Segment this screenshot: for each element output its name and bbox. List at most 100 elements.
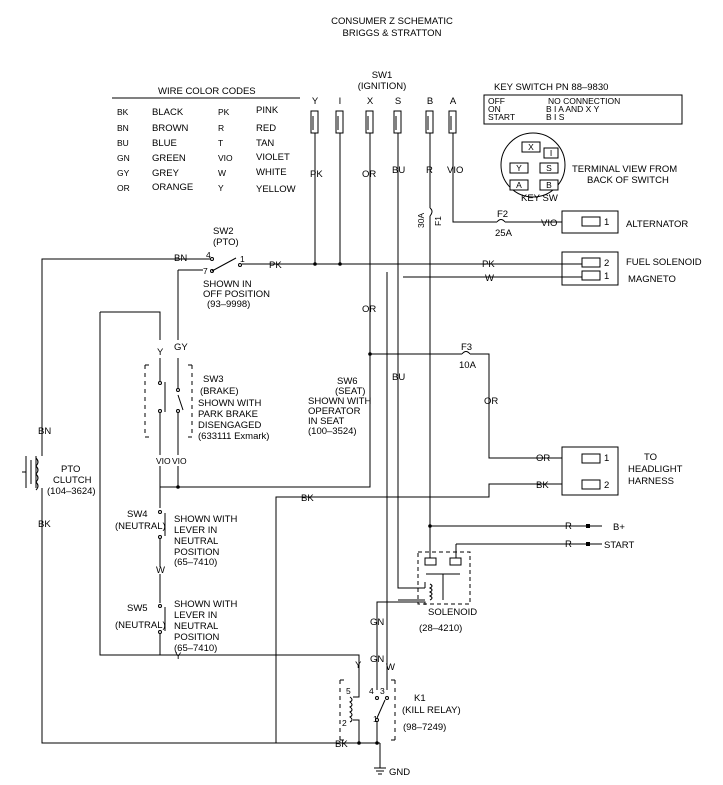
key-term-i: I <box>550 148 552 158</box>
sw6-wire: OR <box>362 304 376 315</box>
sw5-neutral-switch: SW5 (NEUTRAL) SHOWN WITH LEVER IN NEUTRA… <box>115 599 360 690</box>
sw1-terminal-label: S <box>395 96 401 107</box>
ground-label: GND <box>389 767 410 778</box>
sw2-desc: (PTO) <box>213 237 239 248</box>
key-on-terminals: B I A AND X Y <box>546 104 600 114</box>
sw5-note: POSITION <box>174 632 220 643</box>
headlight-pin: 1 <box>604 453 609 464</box>
key-term-y: Y <box>516 163 522 173</box>
headlight-label: HEADLIGHT <box>628 464 683 475</box>
legend-name: WHITE <box>256 167 287 178</box>
start-wire: R <box>565 539 572 550</box>
sw5-label: SW5 <box>127 603 148 614</box>
sw6-wire2: OR <box>484 396 498 407</box>
sw4-part: (65–7410) <box>174 557 217 568</box>
headlight-pin: 2 <box>604 480 609 491</box>
sw3-note: SHOWN WITH <box>198 398 261 409</box>
sw1-terminal-label: X <box>367 96 374 107</box>
sw4-label: SW4 <box>127 509 148 520</box>
alternator-wire: VIO <box>541 218 557 229</box>
fuel-pin: 2 <box>604 258 609 269</box>
pto-wire-top: BN <box>38 426 51 437</box>
fuel-solenoid-label: FUEL SOLENOID <box>626 257 702 268</box>
key-sw-label: KEY SW <box>521 193 558 204</box>
headlight-label: HARNESS <box>628 476 674 487</box>
legend-heading: WIRE COLOR CODES <box>158 86 256 97</box>
legend-code: BU <box>117 138 129 148</box>
sw1-wire-label: PK <box>310 169 323 180</box>
sw3-wire-gy: GY <box>174 342 188 353</box>
sw3-vio: VIO <box>172 456 187 466</box>
magneto-pin: 1 <box>604 271 609 282</box>
legend-name: PINK <box>256 105 279 116</box>
pto-clutch: PTO CLUTCH (104–3624) BN BK <box>22 426 96 530</box>
legend-code: GN <box>117 153 130 163</box>
key-on-row: ON <box>488 104 501 114</box>
alternator-connector: VIO 1 ALTERNATOR <box>541 210 688 234</box>
sw1-label: SW1 <box>372 70 393 81</box>
legend-code: Y <box>218 183 224 193</box>
sw1-desc: (IGNITION) <box>358 81 407 92</box>
legend-name: BLACK <box>152 107 184 118</box>
start-label: START <box>604 540 634 551</box>
sw1-terminal-label: Y <box>312 96 319 107</box>
sw4-neutral-switch: SW4 (NEUTRAL) SHOWN WITH LEVER IN NEUTRA… <box>115 509 237 603</box>
relay-label: K1 <box>414 693 426 704</box>
legend-code: R <box>218 123 224 133</box>
legend-name: BLUE <box>152 138 177 149</box>
legend-name: GREY <box>152 168 180 179</box>
sw4-note: NEUTRAL <box>174 536 218 547</box>
sw6-note: IN SEAT <box>308 416 344 427</box>
sw5-note: SHOWN WITH <box>174 599 237 610</box>
wire-color-legend: WIRE COLOR CODES BK BLACK BN BROWN BU BL… <box>112 86 300 195</box>
sw4-note: POSITION <box>174 547 220 558</box>
bu-label: BU <box>392 372 405 383</box>
key-start-terminals: B I S <box>546 112 565 122</box>
legend-code: OR <box>117 183 130 193</box>
f1-rating: 30A <box>416 213 426 228</box>
legend-code: GY <box>117 168 130 178</box>
schematic-title: CONSUMER Z SCHEMATIC <box>331 16 453 27</box>
sw3-vio: VIO <box>156 456 171 466</box>
bplus-label: B+ <box>613 522 625 533</box>
sw1-wires <box>314 133 562 589</box>
key-term-b: B <box>546 180 552 190</box>
legend-code: BK <box>117 107 129 117</box>
key-term-x: X <box>528 142 534 152</box>
legend-code: VIO <box>218 153 233 163</box>
sw1-terminal-label: I <box>339 96 342 107</box>
terminal-view-note: TERMINAL VIEW FROM <box>572 164 677 175</box>
sw3-part: (633111 Exmark) <box>198 431 269 442</box>
sw1-wire-label: VIO <box>447 165 463 176</box>
pto-clutch-line2: CLUTCH <box>53 475 92 486</box>
sw4-note: SHOWN WITH <box>174 514 237 525</box>
sw1-wire-label: BU <box>392 165 405 176</box>
pto-wire-bottom: BK <box>38 519 51 530</box>
sw1-wire-label: OR <box>362 169 376 180</box>
sw3-wire-y: Y <box>157 347 164 358</box>
solenoid-part: (28–4210) <box>419 623 462 634</box>
bplus-wire: R <box>565 521 572 532</box>
sw2-pin: 4 <box>206 250 211 260</box>
sw2-label: SW2 <box>213 226 234 237</box>
key-no-connection: NO CONNECTION <box>548 96 620 106</box>
sw1-terminal-label: A <box>450 96 457 107</box>
relay-wire-bk: BK <box>335 739 348 750</box>
legend-code: PK <box>218 107 230 117</box>
schematic-subtitle: BRIGGS & STRATTON <box>343 28 442 39</box>
fuel-solenoid-connector: 2 1 FUEL SOLENOID MAGNETO PK W <box>482 251 702 286</box>
legend-name: RED <box>256 123 276 134</box>
legend-name: GREEN <box>152 153 186 164</box>
sw3-label: SW3 <box>203 374 224 385</box>
legend-name: BROWN <box>152 123 189 134</box>
legend-name: VIOLET <box>256 152 290 163</box>
relay-part: (98–7249) <box>403 722 446 733</box>
bk-wire-label: BK <box>301 493 314 504</box>
relay-pin: 4 <box>369 686 374 696</box>
sw1-terminal-label: B <box>427 96 433 107</box>
terminal-view-note: BACK OF SWITCH <box>587 175 669 186</box>
headlight-wire: OR <box>536 453 550 464</box>
magneto-label: MAGNETO <box>628 274 676 285</box>
ground-symbol: GND <box>374 743 410 778</box>
key-start-row: START <box>488 112 515 122</box>
